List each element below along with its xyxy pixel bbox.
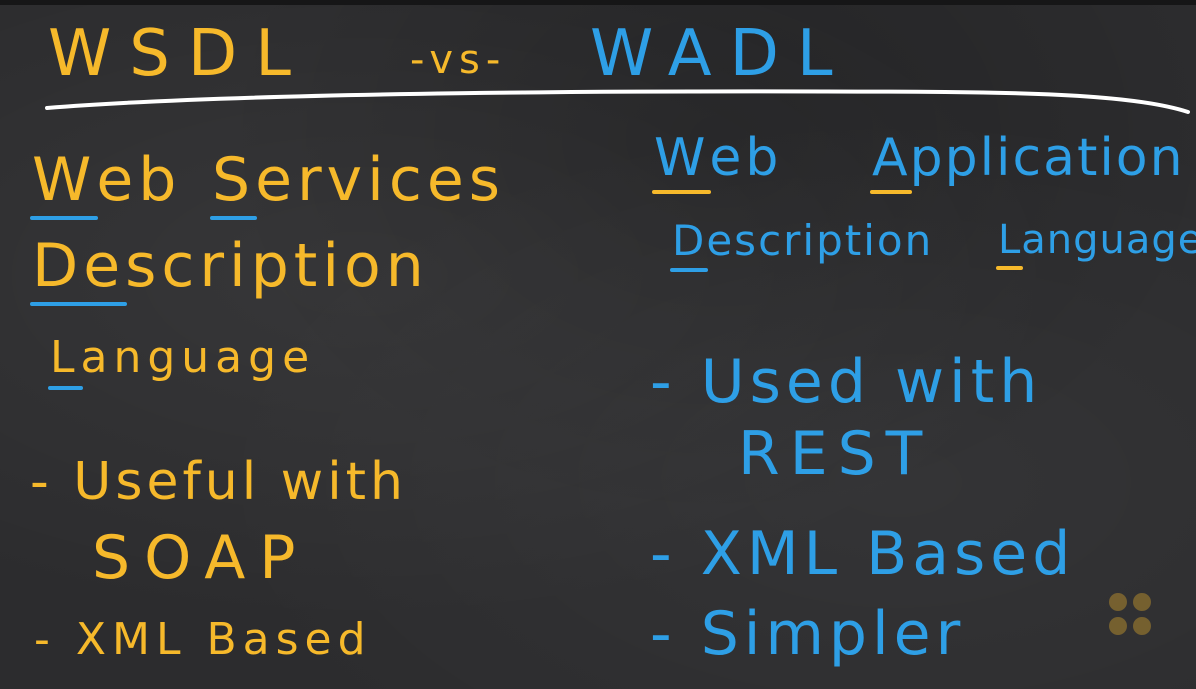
wadl-name-language: Language (995, 217, 1196, 270)
wadl-point-rest-word: REST (738, 419, 933, 489)
wadl-point-xml: - XML Based (650, 519, 1076, 589)
wadl-initial-l: L (995, 217, 1024, 270)
wadl-initial-w: W (651, 128, 712, 194)
wsdl-name-description: Description (29, 231, 429, 306)
wsdl-point-xml: - XML Based (34, 614, 372, 665)
wsdl-initial-s: S (209, 145, 258, 220)
wsdl-name-services: Services (209, 145, 506, 220)
wadl-name-description: Description (669, 216, 934, 272)
wsdl-point-soap: - Useful with (30, 452, 407, 512)
wadl-initial-a: A (870, 128, 912, 194)
wadl-point-simpler: - Simpler (650, 599, 966, 669)
title-wadl: WADL (590, 17, 851, 91)
watermark-dots-logo (1109, 593, 1151, 635)
wadl-name-application: Application (870, 128, 1185, 194)
title-wsdl: WSDL (48, 17, 309, 91)
chalk-divider-line (45, 89, 1190, 114)
wsdl-initial-w: W (29, 145, 99, 220)
wsdl-initial-l: L (48, 332, 83, 390)
wsdl-initial-de: De (29, 231, 128, 306)
wsdl-name-web: Web (29, 145, 182, 220)
wsdl-name-language: Language (48, 332, 316, 390)
wadl-initial-d: D (669, 216, 709, 272)
wsdl-point-soap-word: SOAP (92, 523, 310, 593)
top-edge (0, 0, 1196, 5)
title-vs: -vs- (410, 37, 507, 83)
wadl-point-rest: - Used with (650, 347, 1043, 417)
wadl-name-web: Web (651, 128, 783, 194)
